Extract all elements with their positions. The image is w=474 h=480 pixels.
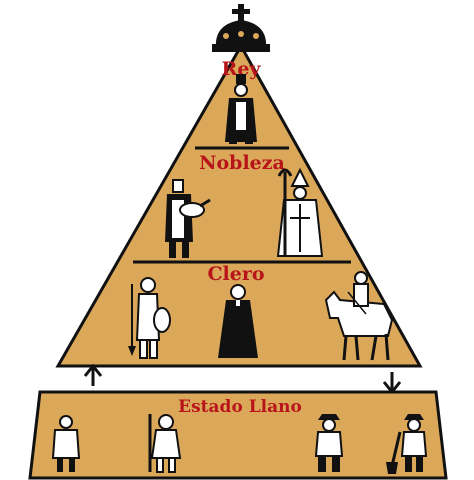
peasant-figure-1 bbox=[51, 415, 81, 472]
noble-knight-figure bbox=[165, 179, 211, 258]
tier-label-clero: Clero bbox=[207, 263, 264, 285]
bishop-figure bbox=[276, 167, 324, 257]
priest-figure bbox=[218, 284, 258, 358]
tier-label-rey: Rey bbox=[222, 58, 262, 80]
tier-label-estado-llano: Estado Llano bbox=[178, 397, 302, 417]
peasant-figure-3 bbox=[314, 414, 344, 472]
king-figure bbox=[225, 74, 257, 144]
peasant-figure-2 bbox=[148, 414, 182, 473]
soldier-figure bbox=[128, 277, 171, 359]
crown-icon bbox=[212, 4, 270, 52]
peasant-figure-4 bbox=[386, 414, 428, 474]
tier-label-nobleza: Nobleza bbox=[199, 152, 285, 174]
horse-rider-figure bbox=[324, 271, 394, 361]
arrow-down-icon bbox=[382, 372, 402, 395]
arrow-up-icon bbox=[83, 363, 103, 386]
